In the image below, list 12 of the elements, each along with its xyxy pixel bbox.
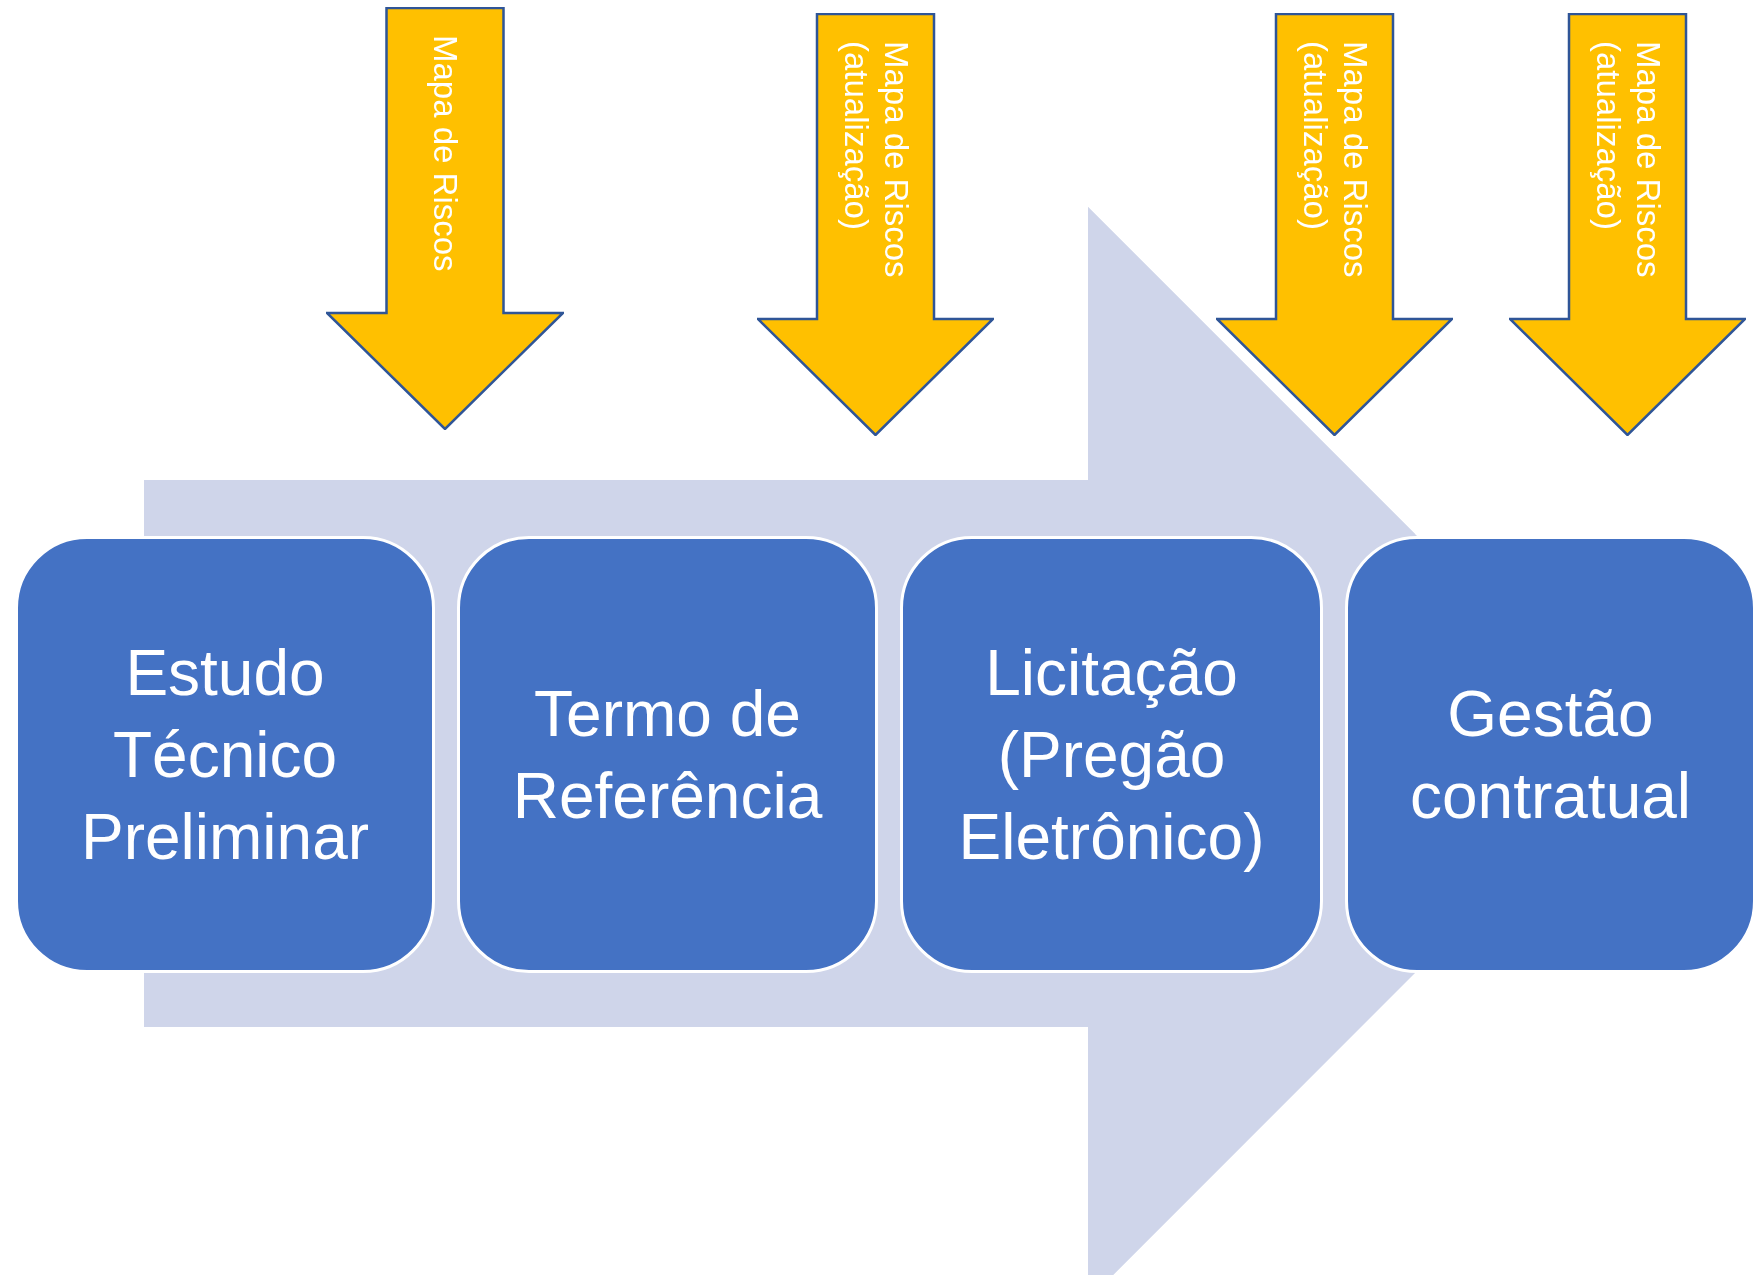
process-box — [457, 536, 878, 973]
box-label: Termo de Referência — [511, 676, 824, 834]
box-label: Estudo Técnico Preliminar — [79, 635, 371, 875]
arrow-label: Mapa de Riscos (atualização) — [1588, 41, 1668, 280]
process-box — [15, 536, 435, 973]
process-box — [900, 536, 1323, 973]
process-box — [1345, 536, 1756, 973]
arrow-label: Mapa de Riscos (atualização) — [1295, 41, 1375, 280]
box-label: Gestão contratual — [1408, 676, 1693, 834]
box-label: Licitação (Pregão Eletrônico) — [957, 635, 1266, 875]
arrow-label: Mapa de Riscos — [426, 35, 465, 272]
arrow-label: Mapa de Riscos (atualização) — [836, 41, 916, 280]
